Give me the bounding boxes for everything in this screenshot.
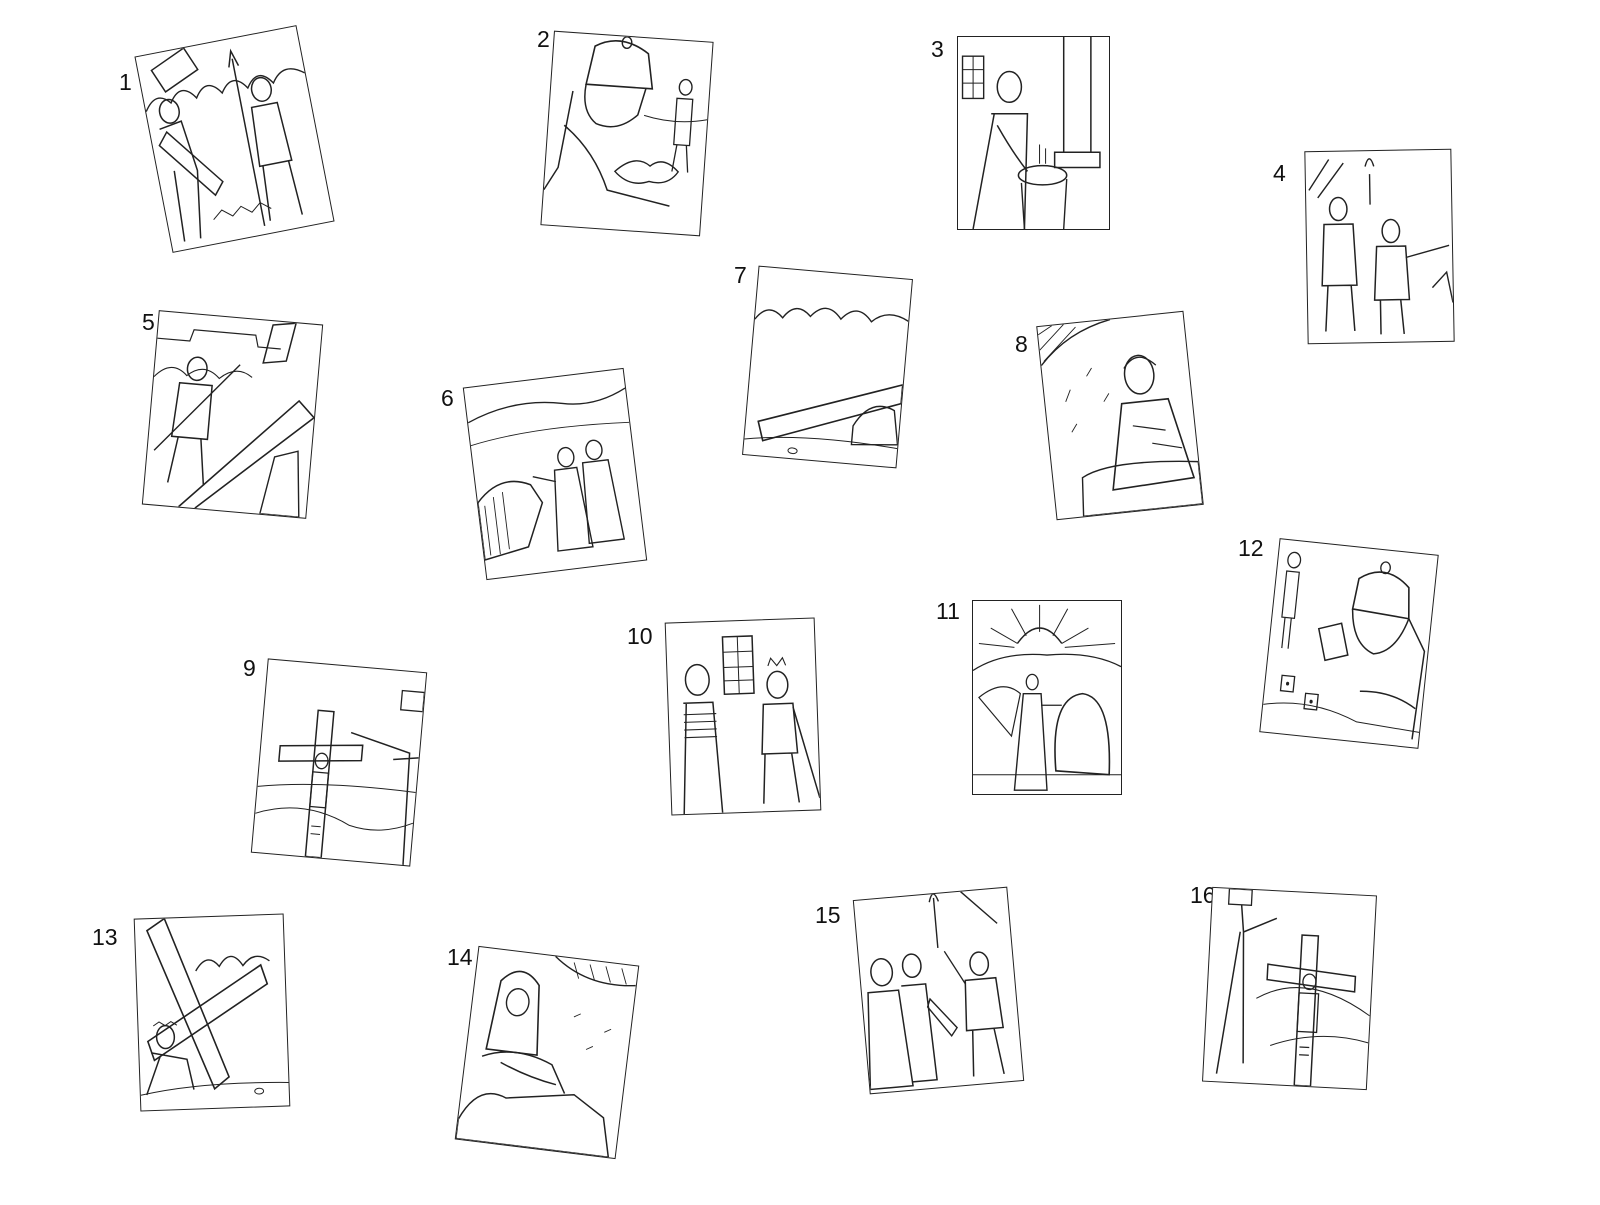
line-art-scene-icon [1203, 888, 1376, 1089]
card-4-arrest-with-torch[interactable] [1304, 148, 1455, 345]
line-art-scene-icon [541, 32, 712, 236]
card-16-jesus-on-cross-inri[interactable] [1202, 886, 1377, 1091]
card-number: 8 [1015, 331, 1028, 357]
card-number: 6 [441, 385, 454, 411]
card-8-jesus-praying-on-rock[interactable] [1036, 310, 1204, 521]
card-9-crucified-with-thieves[interactable] [250, 658, 428, 867]
line-art-scene-icon [252, 659, 426, 865]
line-art-scene-icon [143, 311, 322, 517]
card-15-soldiers-with-torch[interactable] [852, 886, 1025, 1095]
line-art-scene-icon [464, 369, 646, 579]
line-art-scene-icon [456, 947, 638, 1158]
line-art-scene-icon [1037, 312, 1202, 519]
card-14-mary-holds-jesus[interactable] [454, 945, 640, 1160]
card-5-soldier-and-cross[interactable] [141, 310, 324, 519]
line-art-scene-icon [1260, 539, 1437, 747]
card-11-angel-at-stone[interactable] [972, 600, 1122, 795]
card-2-soldier-reaches-cloth[interactable] [540, 30, 714, 237]
card-number: 12 [1238, 535, 1264, 561]
card-number: 15 [815, 902, 841, 928]
line-art-scene-icon [958, 37, 1109, 229]
card-number: 9 [243, 655, 256, 681]
card-6-women-at-tomb[interactable] [462, 367, 648, 581]
card-number: 16 [1190, 882, 1216, 908]
line-art-scene-icon [135, 914, 290, 1110]
card-number: 4 [1273, 160, 1286, 186]
card-number: 7 [734, 262, 747, 288]
card-13-jesus-falls-under-cross[interactable] [133, 913, 291, 1112]
line-art-scene-icon [1305, 150, 1453, 344]
card-number: 2 [537, 26, 550, 52]
card-3-pilate-washes-hands[interactable] [957, 36, 1110, 230]
card-number: 13 [92, 924, 118, 950]
card-number: 10 [627, 623, 653, 649]
card-number: 5 [142, 309, 155, 335]
line-art-scene-icon [973, 604, 1121, 794]
card-number: 3 [931, 36, 944, 62]
card-12-soldier-casting-dice[interactable] [1259, 538, 1439, 749]
card-number: 11 [936, 598, 960, 624]
card-number: 1 [119, 69, 132, 95]
line-art-scene-icon [743, 267, 912, 468]
card-10-jesus-bound-before-soldier[interactable] [664, 617, 822, 816]
line-art-scene-icon [854, 888, 1023, 1094]
card-7-cross-on-ground[interactable] [742, 265, 913, 469]
card-number: 14 [447, 944, 473, 970]
card-1-jesus-carries-cross[interactable] [134, 25, 335, 253]
line-art-scene-icon [136, 26, 334, 251]
line-art-scene-icon [666, 618, 821, 814]
